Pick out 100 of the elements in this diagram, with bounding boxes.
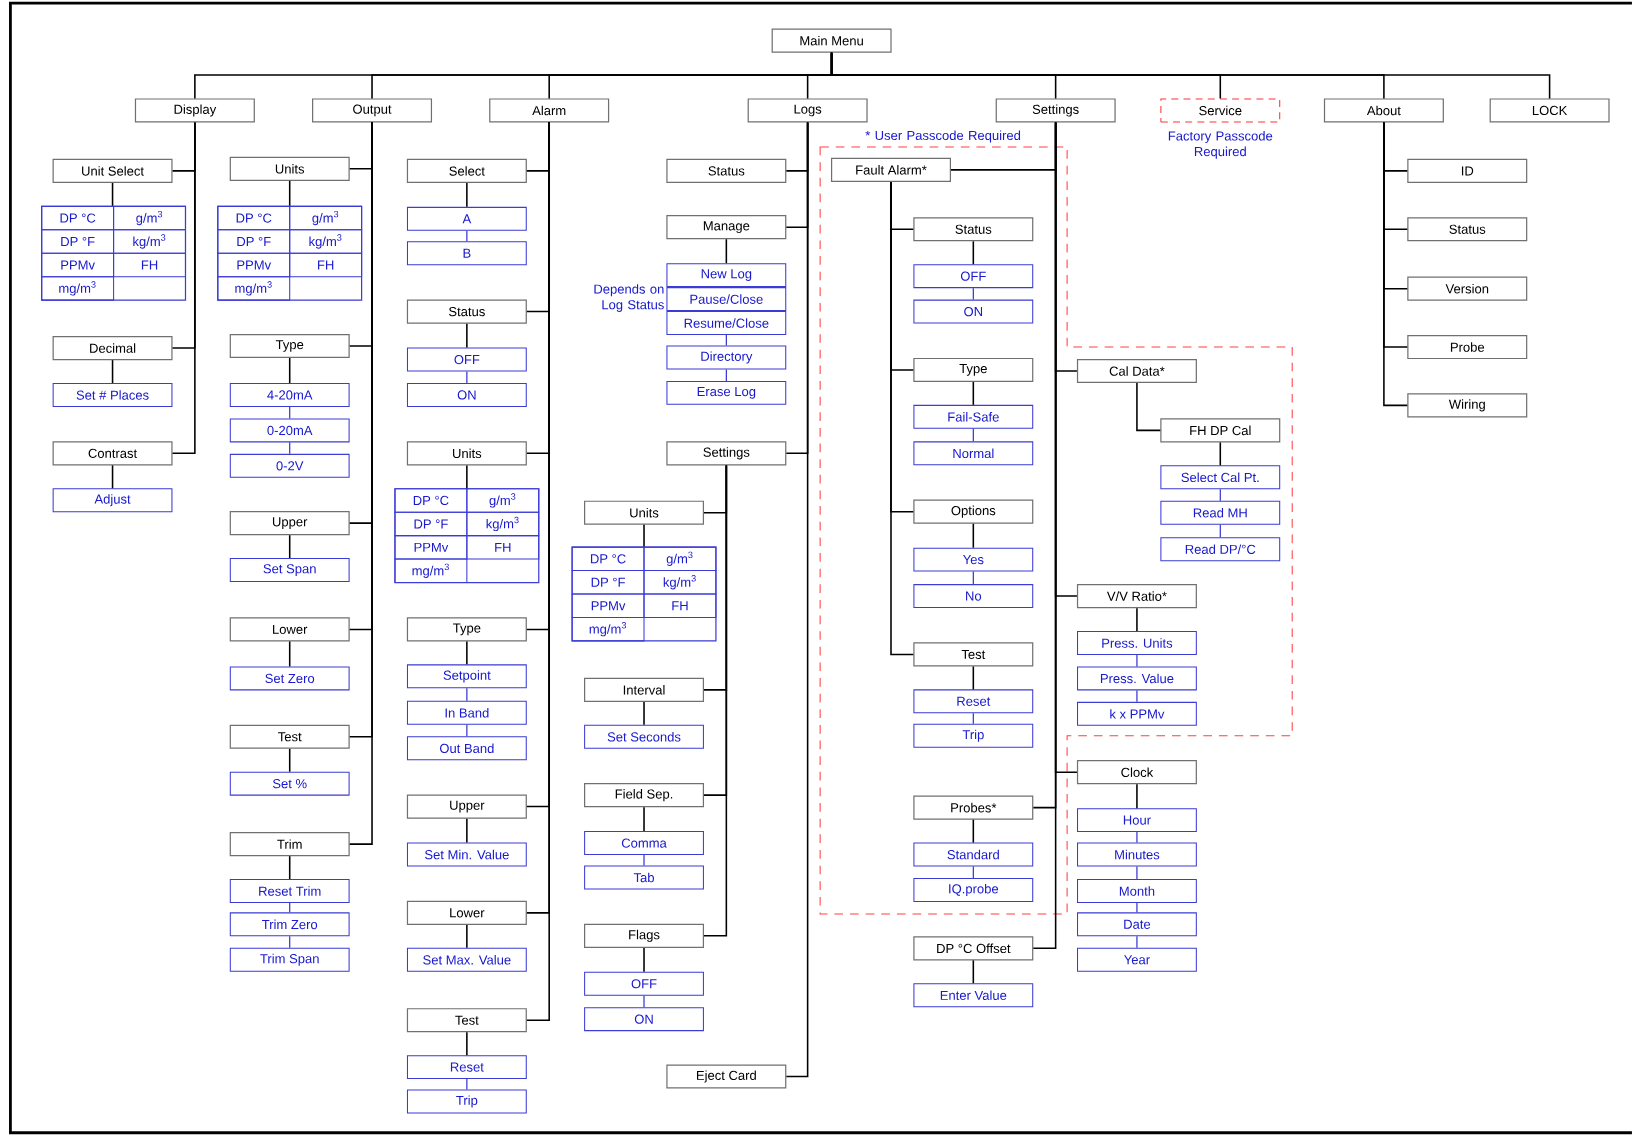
table-cell: DP °F bbox=[217, 229, 291, 254]
connector-line bbox=[972, 523, 975, 549]
menu-box: Unit Select bbox=[52, 158, 173, 184]
connector-line bbox=[288, 748, 291, 773]
connector-line bbox=[890, 181, 915, 656]
connector-line bbox=[972, 665, 975, 691]
menu-box: Units bbox=[406, 441, 527, 466]
table-cell: g/m$^{3}$ bbox=[466, 488, 540, 513]
option-box: Pause/Close bbox=[666, 287, 787, 312]
connector-line bbox=[785, 121, 809, 1078]
option-box: Trip bbox=[913, 723, 1034, 748]
connector-line bbox=[288, 180, 291, 207]
connector-line bbox=[171, 121, 196, 455]
menu-box: Upper bbox=[406, 794, 527, 819]
table-cell: DP °C bbox=[41, 205, 115, 231]
connector-line bbox=[111, 182, 114, 207]
connector-line bbox=[466, 1078, 468, 1091]
connector-line bbox=[289, 406, 291, 420]
option-box: Set Zero bbox=[229, 666, 350, 691]
connector-line bbox=[288, 640, 291, 668]
table-cell: PPMv bbox=[41, 252, 115, 278]
connector-line bbox=[725, 238, 728, 264]
connector-line bbox=[1219, 488, 1221, 502]
menu-box: Version bbox=[1407, 276, 1528, 301]
connector-line bbox=[466, 817, 468, 844]
option-box: OFF bbox=[584, 971, 704, 996]
option-box: Date bbox=[1077, 912, 1197, 937]
connector-line bbox=[703, 464, 728, 937]
connector-line bbox=[466, 640, 468, 666]
option-box: New Log bbox=[666, 263, 787, 288]
menu-box: Service bbox=[1160, 98, 1281, 123]
connector-line bbox=[972, 240, 975, 265]
connector-line bbox=[289, 935, 291, 949]
connector-line bbox=[1219, 524, 1221, 538]
table-cell: g/m$^{3}$ bbox=[289, 205, 363, 231]
menu-box: Test bbox=[229, 724, 350, 749]
connector-line bbox=[643, 701, 645, 726]
connector-line bbox=[466, 464, 468, 489]
table-cell: kg/m$^{3}$ bbox=[113, 229, 186, 254]
table-cell: PPMv bbox=[394, 535, 468, 560]
option-box: Press. Value bbox=[1077, 666, 1197, 691]
option-box: Comma bbox=[584, 831, 704, 856]
menu-box: LOCK bbox=[1489, 98, 1610, 123]
connector-line bbox=[643, 947, 645, 973]
connector-line bbox=[1136, 902, 1138, 914]
menu-box: Settings bbox=[995, 98, 1116, 123]
menu-box: Decimal bbox=[52, 336, 173, 361]
menu-box: Select bbox=[406, 158, 527, 184]
menu-box: Upper bbox=[229, 511, 350, 536]
option-box: ON bbox=[584, 1007, 704, 1032]
connector-line bbox=[466, 724, 468, 737]
menu-box: DP °C Offset bbox=[913, 936, 1034, 961]
option-box: Minutes bbox=[1077, 842, 1197, 867]
option-box: k x PPMv bbox=[1077, 701, 1197, 726]
option-box: Read MH bbox=[1160, 500, 1281, 525]
menu-box: Trim bbox=[229, 832, 350, 857]
connector-line bbox=[1136, 935, 1138, 949]
menu-box: Type bbox=[406, 617, 527, 642]
connector-line bbox=[1136, 382, 1162, 432]
connector-line bbox=[466, 182, 468, 208]
table-cell: g/m$^{3}$ bbox=[643, 546, 717, 572]
connector-line bbox=[643, 524, 645, 548]
option-box: A bbox=[406, 206, 527, 231]
menu-box: Test bbox=[406, 1008, 527, 1033]
connector-line bbox=[466, 370, 468, 384]
connector-line bbox=[643, 806, 645, 832]
menu-box: Units bbox=[229, 156, 350, 181]
table-cell: mg/m$^{3}$ bbox=[394, 558, 468, 584]
menu-box: Test bbox=[913, 642, 1034, 667]
connector-line bbox=[643, 995, 645, 1008]
option-box: ON bbox=[913, 299, 1034, 324]
menu-box: Wiring bbox=[1407, 393, 1528, 418]
option-box: Set Span bbox=[229, 558, 350, 583]
menu-box: V/V Ratio* bbox=[1076, 584, 1197, 609]
table-cell: mg/m$^{3}$ bbox=[571, 617, 645, 642]
option-box: Directory bbox=[666, 345, 787, 370]
option-box: Reset Trim bbox=[229, 879, 350, 904]
connector-line bbox=[289, 441, 291, 455]
connector-line bbox=[972, 959, 975, 985]
option-box: No bbox=[913, 584, 1034, 609]
connector-line bbox=[466, 322, 468, 349]
table-cell: mg/m$^{3}$ bbox=[217, 276, 291, 301]
table-cell: kg/m$^{3}$ bbox=[466, 511, 540, 537]
option-box: Trim Span bbox=[229, 947, 350, 972]
option-box: 0-2V bbox=[229, 453, 350, 478]
note-text: Factory Passcode Required bbox=[1168, 131, 1273, 159]
connector-line bbox=[643, 854, 645, 867]
option-box: B bbox=[406, 241, 527, 266]
connector-line bbox=[725, 334, 727, 347]
option-box: Set Min. Value bbox=[406, 842, 527, 867]
menu-box: Type bbox=[229, 333, 350, 359]
option-box: Month bbox=[1077, 879, 1197, 904]
menu-box: Flags bbox=[584, 923, 705, 948]
connector-line bbox=[288, 357, 291, 384]
menu-box: Status bbox=[913, 217, 1034, 242]
menu-box: Logs bbox=[747, 98, 868, 123]
connector-line bbox=[1219, 441, 1222, 467]
option-box: Year bbox=[1077, 947, 1197, 972]
menu-box: Eject Card bbox=[666, 1064, 787, 1089]
connector-line bbox=[1136, 783, 1138, 809]
